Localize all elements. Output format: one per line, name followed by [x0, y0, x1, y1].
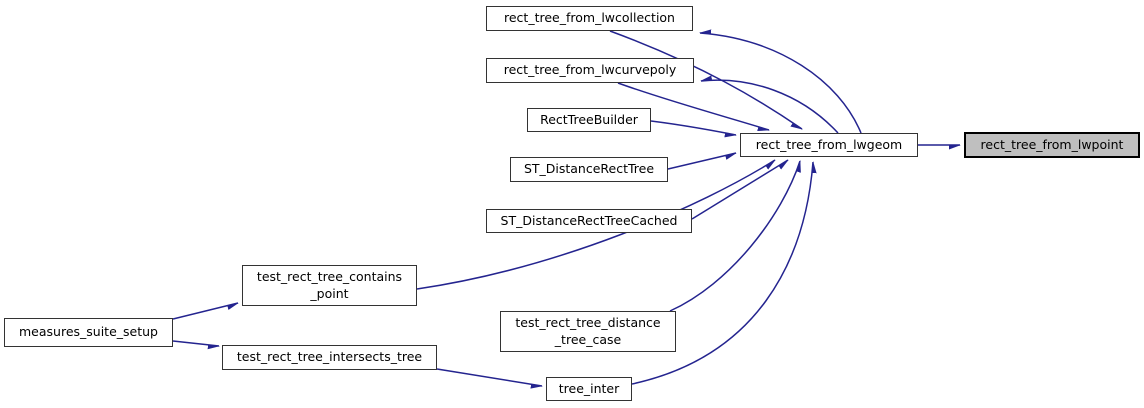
node-label: test_rect_tree_distance [515, 315, 661, 331]
edge-test_rect_tree_intersects_tree-to-tree_inter [436, 368, 542, 386]
node-test_rect_tree_distance_tree_case[interactable]: test_rect_tree_distance_tree_case [500, 311, 676, 352]
edge-RectTreeBuilder-to-rect_tree_from_lwgeom [650, 120, 736, 135]
node-rect_tree_from_lwpoint: rect_tree_from_lwpoint [964, 132, 1140, 158]
node-label: test_rect_tree_contains [256, 269, 403, 285]
node-label: RectTreeBuilder [540, 111, 638, 127]
node-ST_DistanceRectTree[interactable]: ST_DistanceRectTree [510, 157, 668, 182]
edge-ST_DistanceRectTree-to-rect_tree_from_lwgeom [667, 152, 736, 170]
edge-rect_tree_from_lwcollection-to-rect_tree_from_lwgeom [609, 30, 802, 130]
edge-ST_DistanceRectTreeCached-to-rect_tree_from_lwgeom [691, 159, 788, 220]
node-test_rect_tree_contains_point[interactable]: test_rect_tree_contains_point [242, 265, 417, 306]
edge-test_rect_tree_contains_point-to-rect_tree_from_lwgeom [416, 159, 775, 290]
node-rect_tree_from_lwcollection[interactable]: rect_tree_from_lwcollection [486, 6, 693, 31]
node-rect_tree_from_lwgeom[interactable]: rect_tree_from_lwgeom [740, 133, 918, 157]
edges-group [172, 30, 960, 386]
node-label: test_rect_tree_intersects_tree [236, 349, 423, 365]
node-label: rect_tree_from_lwcollection [504, 10, 675, 26]
edge-tree_inter-to-rect_tree_from_lwgeom [631, 162, 813, 385]
edge-test_rect_tree_distance_tree_case-to-rect_tree_from_lwgeom [669, 161, 800, 312]
node-label: tree_inter [558, 380, 620, 396]
node-measures_suite_setup[interactable]: measures_suite_setup [4, 318, 173, 347]
node-label: ST_DistanceRectTree [523, 161, 655, 177]
edge-measures_suite_setup-to-test_rect_tree_contains_point [172, 302, 238, 320]
node-label: _tree_case [554, 331, 622, 347]
node-label: ST_DistanceRectTreeCached [500, 212, 678, 228]
node-label: measures_suite_setup [19, 324, 158, 340]
edge-rect_tree_from_lwgeom-to-rect_tree_from_lwcurvepoly [701, 80, 839, 134]
edge-rect_tree_from_lwgeom-to-rect_tree_from_lwcollection [700, 33, 862, 134]
node-label: rect_tree_from_lwpoint [980, 136, 1124, 152]
node-test_rect_tree_intersects_tree[interactable]: test_rect_tree_intersects_tree [222, 345, 437, 370]
edge-measures_suite_setup-to-test_rect_tree_intersects_tree [172, 340, 219, 346]
node-ST_DistanceRectTreeCached[interactable]: ST_DistanceRectTreeCached [486, 209, 692, 233]
node-rect_tree_from_lwcurvepoly[interactable]: rect_tree_from_lwcurvepoly [486, 58, 694, 83]
node-tree_inter[interactable]: tree_inter [546, 377, 632, 401]
node-label: rect_tree_from_lwgeom [755, 136, 903, 152]
node-RectTreeBuilder[interactable]: RectTreeBuilder [527, 108, 651, 132]
edge-rect_tree_from_lwcurvepoly-to-rect_tree_from_lwgeom [617, 82, 769, 130]
node-label: _point [310, 285, 349, 301]
node-label: rect_tree_from_lwcurvepoly [503, 62, 677, 78]
